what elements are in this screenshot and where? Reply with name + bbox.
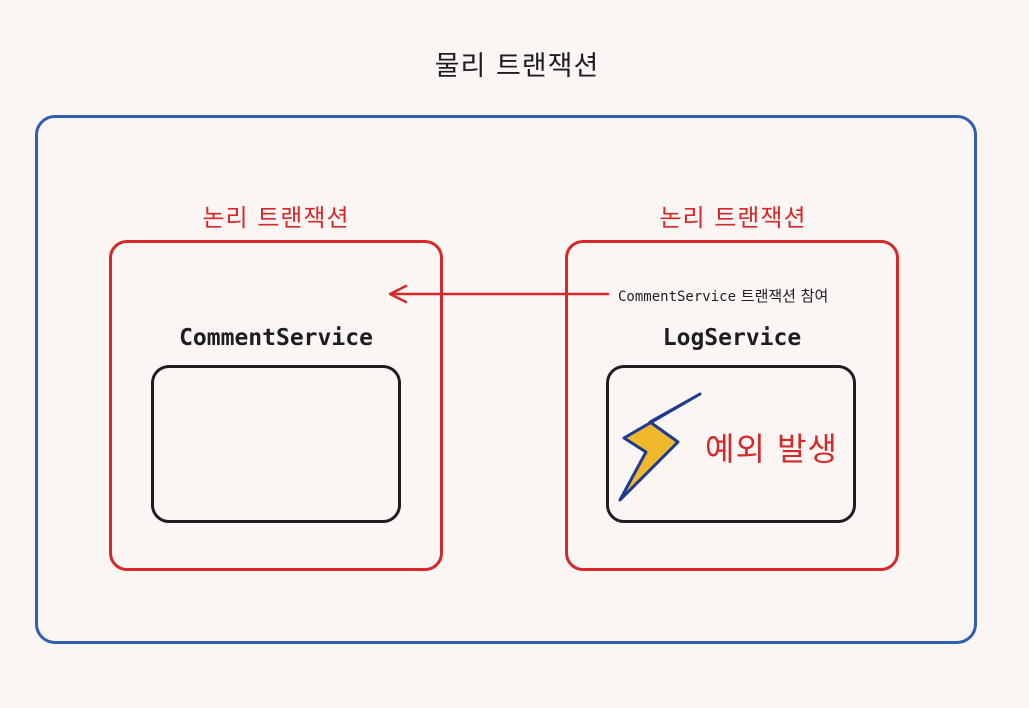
arrow-caption-text: 트랜잭션 참여 <box>736 287 829 305</box>
arrow-caption: CommentService 트랜잭션 참여 <box>618 285 828 306</box>
exception-label: 예외 발생 <box>705 430 838 468</box>
logical-transaction-label-right: 논리 트랜잭션 <box>659 204 807 232</box>
log-service-box <box>606 365 856 523</box>
physical-transaction-title: 물리 트랜잭션 <box>434 51 600 82</box>
logical-transaction-box-right <box>565 240 899 571</box>
logical-transaction-label-left: 논리 트랜잭션 <box>202 204 350 232</box>
arrow-caption-service: CommentService <box>618 289 737 305</box>
comment-service-box <box>151 365 401 523</box>
logical-transaction-box-left <box>109 240 443 571</box>
comment-service-label: CommentService <box>179 325 373 351</box>
log-service-label: LogService <box>662 325 802 351</box>
join-transaction-arrow <box>388 284 610 304</box>
lightning-bolt-icon <box>618 392 702 502</box>
arrow-head <box>388 284 408 304</box>
physical-transaction-box <box>35 115 977 644</box>
